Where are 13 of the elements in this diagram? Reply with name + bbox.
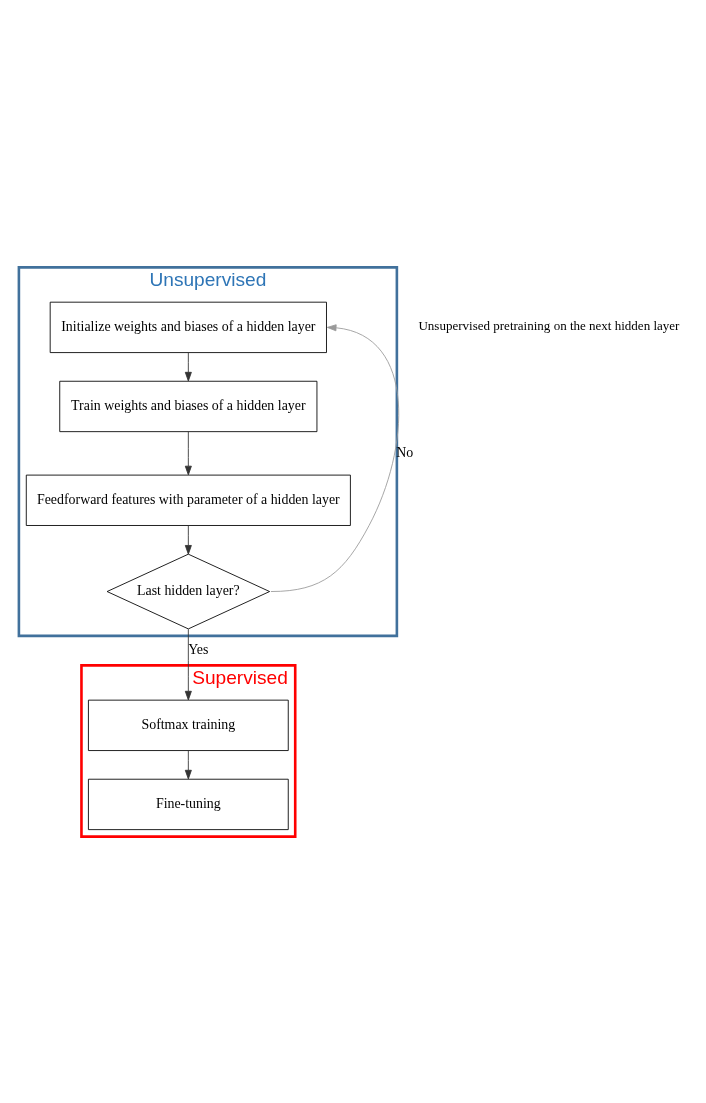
node-diamond: Last hidden layer? — [106, 553, 270, 629]
node-box: Train weights and biases of a hidden layer — [59, 380, 318, 432]
node-box: Fine-tuning — [87, 778, 289, 830]
arrow — [184, 749, 192, 779]
arrow — [184, 524, 192, 555]
arrow — [184, 430, 192, 475]
label: Unsupervised pretraining on the next hidden layer — [418, 317, 680, 333]
arrow — [184, 351, 192, 381]
arrow — [184, 628, 192, 700]
arrow — [270, 323, 400, 592]
node-box: Softmax training — [87, 699, 289, 751]
node-box: Feedforward features with parameter of a hidden layer — [25, 474, 351, 526]
node-box: Initialize weights and biases of a hidden layer — [49, 301, 327, 353]
